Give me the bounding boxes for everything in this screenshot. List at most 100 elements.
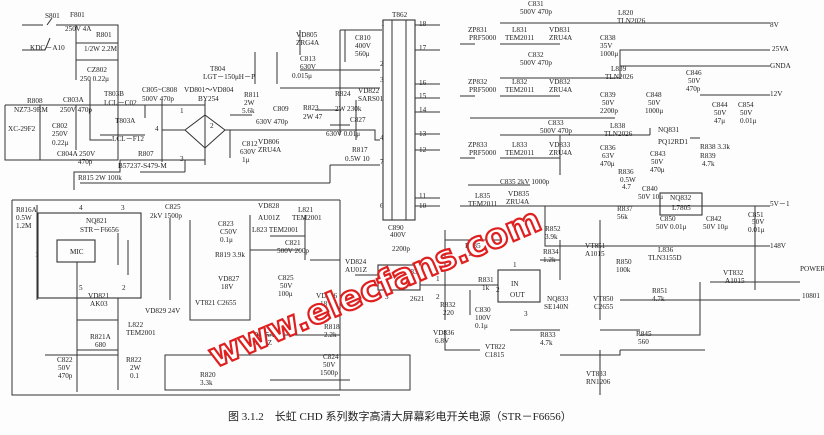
label-vd806v: ZRU4A [258,146,282,154]
label-l831v: TEM2011 [505,34,535,42]
label-o3: 3 [385,293,389,301]
label-vd821v: AK03 [90,300,108,308]
label-r838: R838 3.3k [700,143,730,151]
label-r815: R815 2W 100k [78,174,122,182]
label-c843a: 50V [651,158,664,166]
label-l839v: TLN2026 [605,73,634,81]
label-c802: C802 [52,122,68,130]
label-r811b: 5.6k [242,107,255,115]
label-r852v: 3.9k [545,233,558,241]
label-vt850: VT850 [593,295,614,303]
label-o2: 2 [436,293,440,301]
figure-caption: 图 3.1.2 长虹 CHD 系列数字高清大屏幕彩电开关电源（STR－F6656… [228,409,572,423]
label-vt833: VT833 [586,370,607,378]
label-l836v: TLN3155D [648,254,682,262]
label-r836a: 0.5W [620,176,636,184]
label-c802a: 250V [52,130,69,138]
label-c827v: 630V 0.01μ [326,130,360,138]
label-pin1b: 1 [180,107,184,115]
label-t803b: T803B [104,90,124,98]
label-r820v: 3.3k [200,379,213,387]
label-c812a: 630V [240,148,257,156]
label-r851: R851 [652,287,668,295]
label-c821v: 500V 200p [277,247,309,255]
label-q3: 3 [524,310,528,318]
label-n3: 3 [121,204,125,212]
label-r852: R852 [545,225,561,233]
label-r834: R834 [543,248,559,256]
label-pin2b: 2 [210,122,214,130]
label-kdc: KDC－A10 [30,44,65,52]
label-vd825a: VD825A [248,331,275,339]
label-r823: R823 [303,104,319,112]
label-l832: L832 [512,78,528,86]
label-nq831: NQ831 [658,126,680,134]
label-c821: C821 [285,239,301,247]
label-r831: R831 [478,276,494,284]
label-vt851v: A1015 [585,250,605,258]
label-c835: C835 2kV 1000p [500,178,550,186]
label-c804a: C804A 250V [57,150,96,158]
label-vt832v: A1015 [725,277,745,285]
label-out: OUT [510,291,525,299]
label-mic: MIC [70,248,84,256]
label-c854a: 50V [740,109,753,117]
label-c813b: 0.015μ [292,72,312,80]
label-p2: 2 [380,60,384,68]
label-r824v: 2W 230k [335,105,362,113]
label-c822a: 50V [58,364,71,372]
label-vt850v: C2655 [594,303,614,311]
label-r821a: R821A [90,333,112,341]
label-c844: C844 [712,101,728,109]
label-p4: 4 [380,134,384,142]
label-c825bb: 100μ [278,290,293,298]
label-r811: R811 [244,91,260,99]
label-vd828v: AU01Z [258,214,280,222]
label-c827: C827 [350,116,366,124]
label-r823v: 2W 47 [303,113,323,121]
label-p17: 17 [419,44,427,52]
label-p1: 1 [381,20,385,28]
label-pin3b: 3 [180,155,184,163]
label-c854: C854 [738,101,754,109]
label-t804: T804 [210,65,226,73]
label-vd826: VD826 [316,292,338,300]
label-p15: 15 [419,92,427,100]
label-vd833v: ZRU4A [549,149,573,157]
label-o4: 4 [385,274,389,282]
label-vd822v: SARS01 [358,95,384,103]
label-r807: R807 [138,150,154,158]
label-r833v: 4.7k [540,339,553,347]
label-in: IN [511,280,519,288]
label-t803bv: LCL－C02 [104,99,137,107]
label-c823a: C50V [220,228,238,236]
label-p11: 11 [419,192,426,200]
label-r836b: 4.7 [622,183,631,191]
label-l835v: TEM2011 [468,200,498,208]
label-c890a: 400V [390,231,407,239]
label-c831v: 500V 470p [520,8,552,16]
label-c890b: 2200p [392,245,410,253]
label-c840: C840 [642,185,658,193]
label-nq833v: SE140N [544,303,569,311]
label-vd836: VD836 [433,329,455,337]
label-f801v: 250V 4A [65,25,92,33]
label-vd831v: ZRU4A [549,34,573,42]
label-c843: C843 [650,150,666,158]
label-c833: C833 [548,119,564,127]
label-c830: C830 [475,306,491,314]
label-c838b: 1000μ [600,50,618,58]
label-out148: 148V [770,242,787,250]
label-r801: R801 [96,31,112,39]
label-c822: C822 [57,356,73,364]
label-vd827v: 18V [221,283,234,291]
label-r822: R822 [126,356,142,364]
label-c832v: 500V 470p [520,59,552,67]
label-c809v: 630V 470p [256,118,288,126]
label-c810a: 400V [355,42,372,50]
label-zp833v: PRF5000 [469,149,497,157]
label-c803a: C803A [63,96,85,104]
label-nq838: NQ838 [400,268,422,276]
label-r833: R833 [540,331,556,339]
label-vt833v: RN1206 [586,378,611,386]
